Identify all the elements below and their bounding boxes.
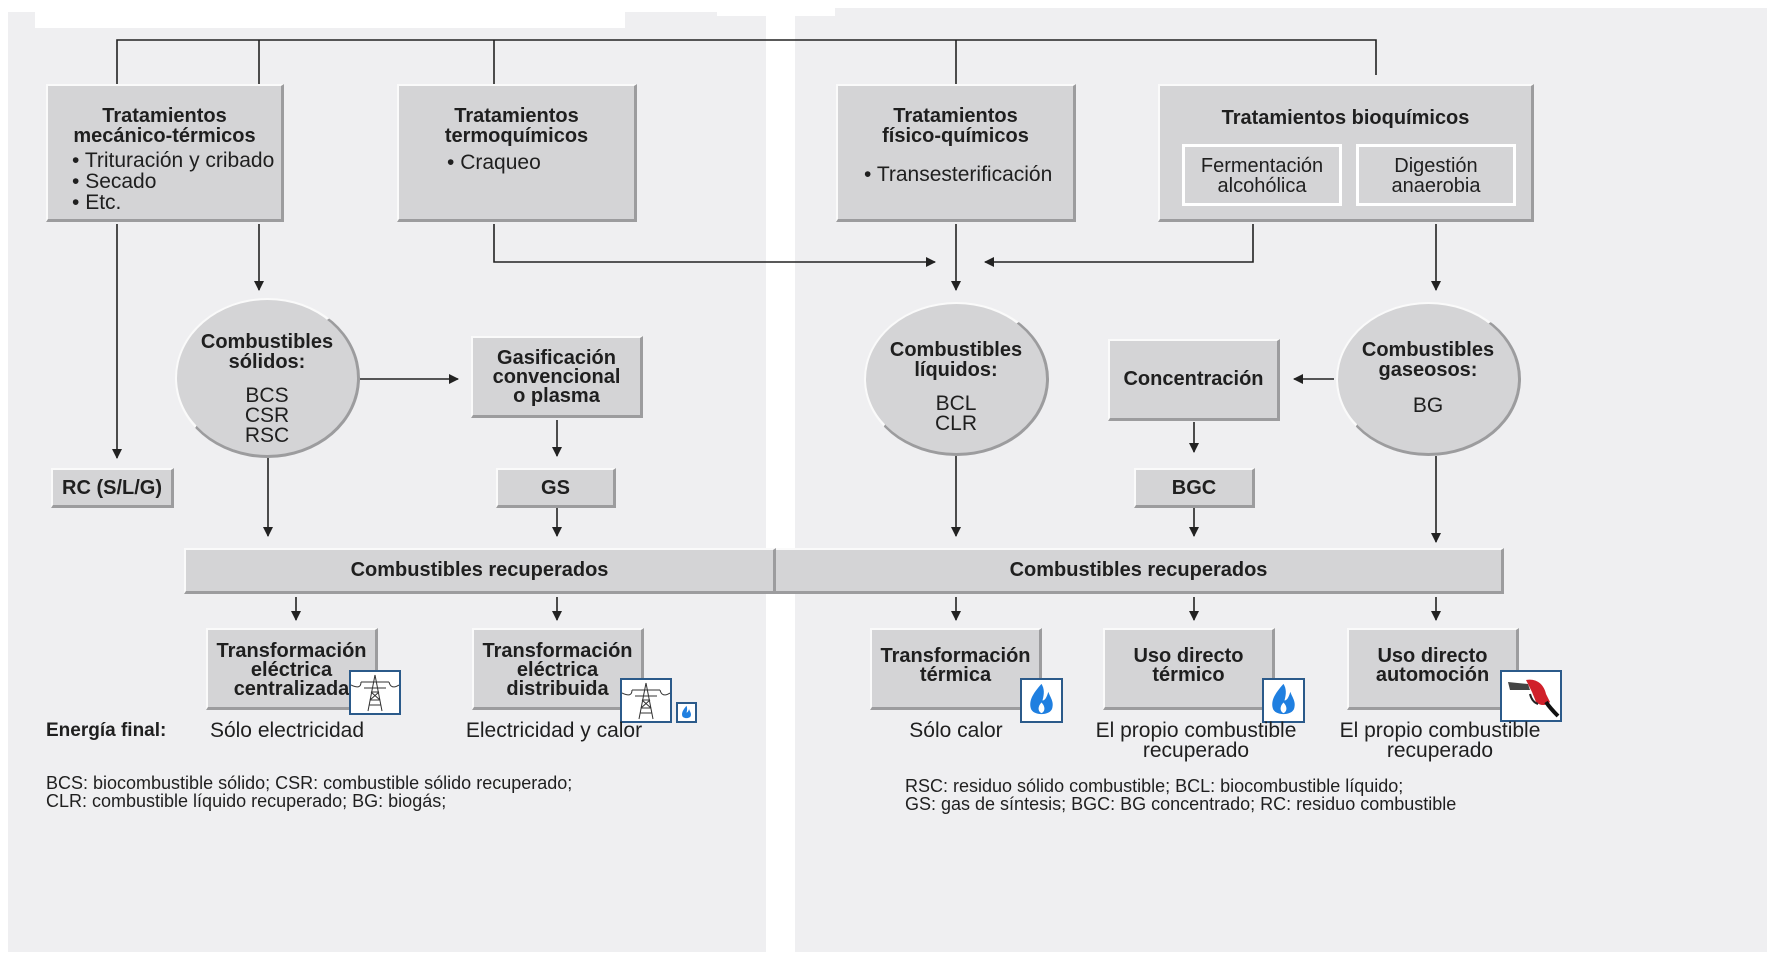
power-tower-icon (620, 678, 672, 723)
flame-icon (1262, 678, 1305, 723)
fuel-nozzle-icon (1500, 670, 1562, 722)
bullet-item: • Etc. (72, 191, 122, 214)
bullet-item: • Trituración y cribado (72, 149, 275, 172)
flame-icon (1020, 678, 1063, 723)
bar-combustibles-recuperados-left: Combustibles recuperados (184, 548, 776, 594)
box-tratamientos-termoquimicos: Tratamientos termoquímicos • Craqueo (397, 84, 637, 222)
bullet-item: • Transesterificación (864, 163, 1053, 186)
final-energy-label: El propio combustible recuperado (1095, 719, 1297, 762)
bullet-item: • Secado (72, 170, 157, 193)
final-energy-label: Sólo electricidad (209, 719, 365, 742)
box-tratamientos-bioquimicos: Tratamientos bioquímicos Fermentación al… (1158, 84, 1534, 222)
box-rc: RC (S/L/G) (51, 468, 174, 508)
box-concentracion: Concentración (1108, 339, 1280, 421)
power-tower-icon (349, 670, 401, 715)
box-uso-directo-automocion: Uso directo automoción (1347, 628, 1519, 710)
box-tratamientos-mecanico: Tratamientos mecánico-térmicos • Tritura… (46, 84, 284, 222)
sub-digestion: Digestión anaerobia (1356, 144, 1516, 206)
footnote-right: RSC: residuo sólido combustible; BCL: bi… (905, 776, 1457, 814)
bar-combustibles-recuperados-right: Combustibles recuperados (776, 548, 1504, 594)
oval-combustibles-solidos: Combustibles sólidos: BCS CSR RSC (175, 298, 360, 458)
final-energy-label: Sólo calor (909, 719, 1003, 742)
energia-final-label: Energía final: (46, 720, 167, 741)
bullet-item: • Craqueo (447, 151, 541, 174)
box-transformacion-electrica-distribuida: Transformación eléctrica distribuida (472, 628, 644, 710)
box-gs: GS (496, 468, 616, 508)
top-white-strip (35, 0, 625, 28)
final-energy-label: Electricidad y calor (465, 719, 643, 742)
footnote-left: BCS: biocombustible sólido; CSR: combust… (46, 773, 573, 811)
oval-combustibles-liquidos: Combustibles líquidos: BCL CLR (864, 302, 1049, 456)
box-tratamientos-fisico-quimicos: Tratamientos físico-químicos • Transeste… (836, 84, 1076, 222)
final-energy-label: El propio combustible recuperado (1339, 719, 1541, 762)
oval-combustibles-gaseosos: Combustibles gaseosos: BG (1336, 302, 1521, 456)
box-gasificacion: Gasificación convencional o plasma (471, 336, 643, 418)
flame-icon (676, 702, 697, 723)
top-white-strip-2 (717, 0, 835, 16)
sub-fermentacion: Fermentación alcohólica (1182, 144, 1342, 206)
box-bgc: BGC (1134, 468, 1255, 508)
box-transformacion-termica: Transformación térmica (870, 628, 1042, 710)
box-uso-directo-termico: Uso directo térmico (1103, 628, 1275, 710)
